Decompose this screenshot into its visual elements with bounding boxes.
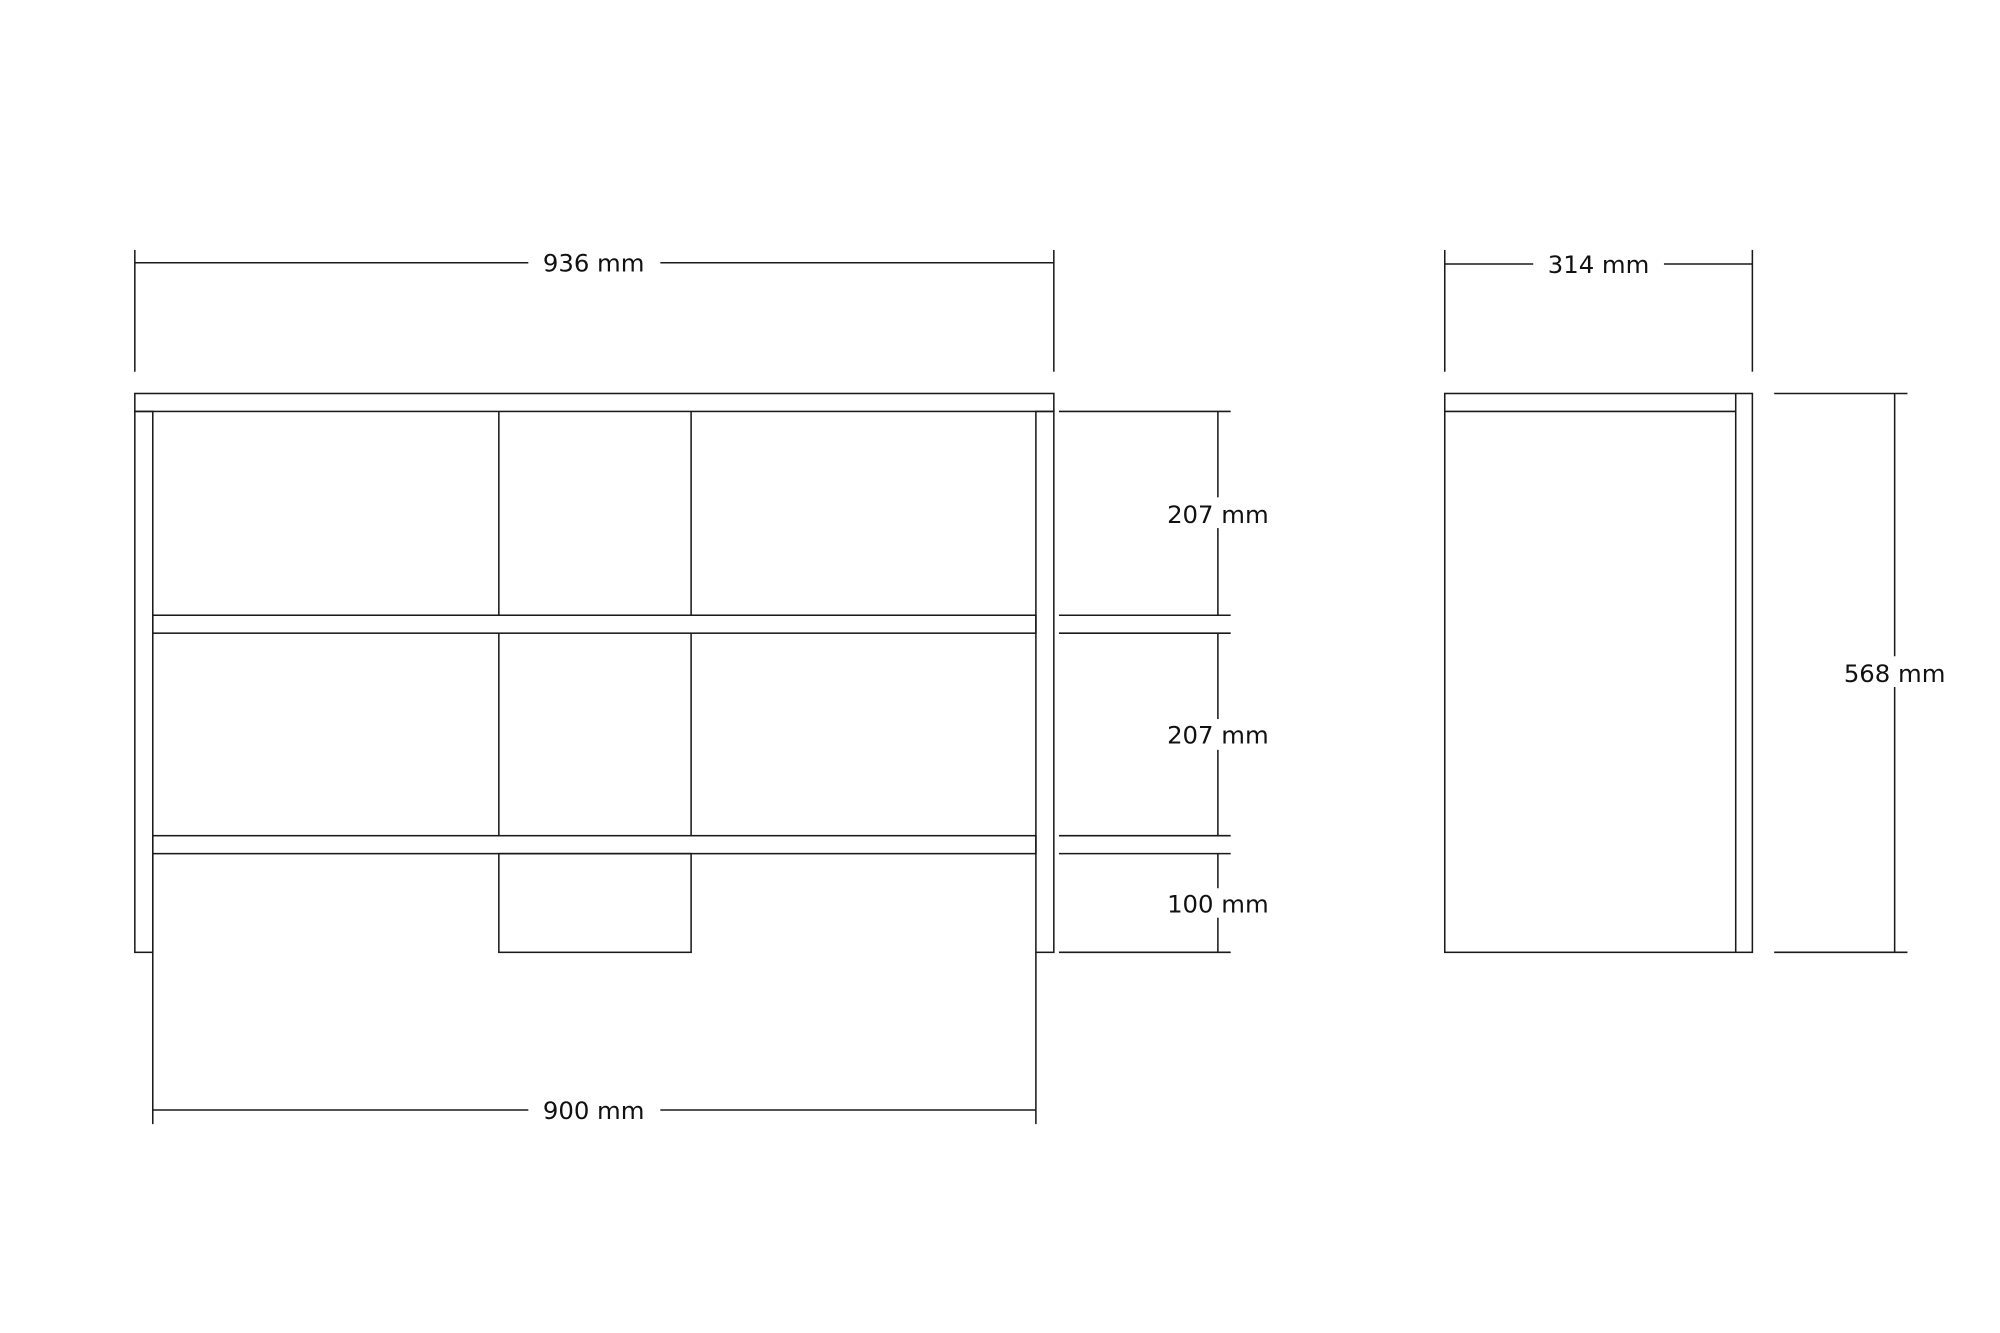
dimension-heights: 207 mm 207 mm 100 mm <box>1058 410 1269 954</box>
shelf-2 <box>152 834 1037 855</box>
dimension-inner-width: 900 mm <box>152 853 1037 1125</box>
shelf-1-height-label: 207 mm <box>1167 500 1269 529</box>
dimension-overall-height: 568 mm <box>1774 392 1946 954</box>
base-plinth <box>498 852 692 954</box>
base-height-label: 100 mm <box>1167 890 1269 919</box>
left-side-panel <box>134 410 154 954</box>
dimension-depth: 314 mm <box>1443 249 1754 372</box>
overall-height-label: 568 mm <box>1844 659 1946 688</box>
side-outline <box>1443 392 1754 954</box>
inner-width-label: 900 mm <box>543 1096 645 1125</box>
dimension-overall-width: 936 mm <box>134 249 1055 372</box>
overall-width-label: 936 mm <box>543 249 645 278</box>
top-panel <box>134 392 1055 413</box>
right-side-panel <box>1035 410 1055 954</box>
depth-label: 314 mm <box>1548 250 1650 279</box>
front-view <box>134 392 1055 954</box>
shelf-2-height-label: 207 mm <box>1167 720 1269 749</box>
shelf-1 <box>152 614 1037 634</box>
side-view <box>1443 392 1754 954</box>
